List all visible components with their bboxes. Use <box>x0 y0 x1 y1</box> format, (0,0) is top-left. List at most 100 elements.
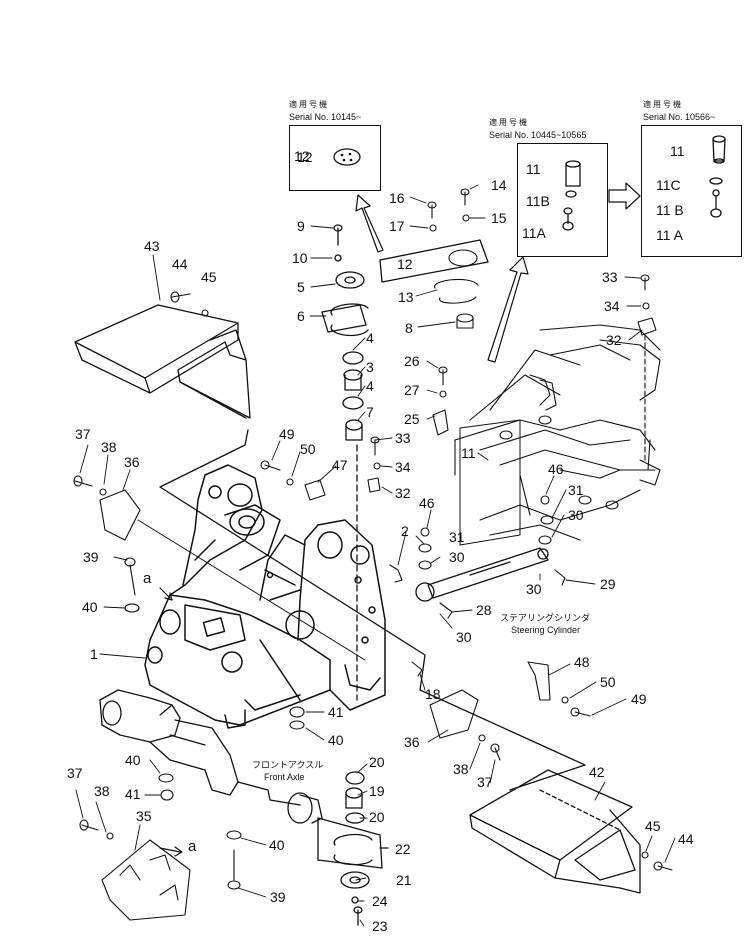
callout-33-right: 33 <box>602 269 618 285</box>
callout-35: 35 <box>136 808 152 824</box>
callout-40-left: 40 <box>125 752 141 768</box>
callout-47: 47 <box>332 457 348 473</box>
callout-50-lower: 50 <box>600 674 616 690</box>
kingpin-stack-lower <box>333 771 373 926</box>
ref-mark-a-lower: a <box>188 838 197 855</box>
callout-21: 21 <box>396 872 412 888</box>
steering-cylinder-en: Steering Cylinder <box>511 625 581 635</box>
callout-31-left: 31 <box>449 529 465 545</box>
hardware-parts <box>73 188 673 921</box>
inset-middle-heading: 適用号機 <box>489 118 529 127</box>
front-axle-jp: フロントアクスル <box>252 760 324 770</box>
ref-mark-a-upper: a <box>143 570 152 587</box>
inset-box-middle: 11 11B 11A <box>517 143 608 257</box>
bushing-icon <box>562 160 581 231</box>
callout-23: 23 <box>372 918 388 934</box>
leader-lines <box>75 155 676 927</box>
steering-cylinder-jp: ステアリングシリンダ <box>500 613 591 623</box>
sub-panels <box>317 239 521 869</box>
callout-49-upper: 49 <box>279 426 295 442</box>
callout-30-lower: 30 <box>456 629 472 645</box>
callout-22: 22 <box>395 841 411 857</box>
callout-38-bottom: 38 <box>94 783 110 799</box>
callout-2: 2 <box>401 523 409 539</box>
inset-middle-part-3: 11A <box>522 225 546 241</box>
inset-middle-part-1: 11 <box>526 161 541 177</box>
upper-right-assembly <box>454 324 661 541</box>
front-axle <box>99 689 323 824</box>
callout-17: 17 <box>389 218 405 234</box>
callout-5: 5 <box>297 279 305 295</box>
callout-12: 12 <box>294 148 310 164</box>
callout-9: 9 <box>297 218 305 234</box>
callout-40-upper: 40 <box>82 599 98 615</box>
callout-37-bottom: 37 <box>67 765 83 781</box>
main-frame <box>144 464 386 729</box>
callout-15: 15 <box>491 210 507 226</box>
guard-plate-42 <box>469 769 641 894</box>
callout-46-right: 46 <box>548 461 564 477</box>
steering-cylinder <box>415 547 549 602</box>
bushing-icon <box>709 135 726 218</box>
callout-49-lower: 49 <box>631 691 647 707</box>
callout-30-left: 30 <box>449 549 465 565</box>
callout-30-cyl: 30 <box>526 581 542 597</box>
callout-32-mid: 32 <box>395 485 411 501</box>
callout-38-lower: 38 <box>453 761 469 777</box>
inset-middle-part-2: 11B <box>526 193 550 209</box>
callout-40-bottom: 40 <box>269 837 285 853</box>
inset-box-left: 12 <box>289 125 381 191</box>
inset-right-part-1: 11 <box>670 143 685 159</box>
front-axle-en: Front Axle <box>264 772 305 782</box>
callout-20-upper: 20 <box>369 754 385 770</box>
callout-41-center: 41 <box>328 704 344 720</box>
callout-27: 27 <box>404 382 420 398</box>
callout-37-upper: 37 <box>75 426 91 442</box>
mounting-plane-outline <box>137 429 586 791</box>
callout-34-mid: 34 <box>395 459 411 475</box>
inset-right-serial: Serial No. 10566~ <box>643 112 716 122</box>
inset-left-heading: 適用号機 <box>289 100 329 109</box>
callout-14: 14 <box>491 177 507 193</box>
callout-26: 26 <box>404 353 420 369</box>
washer-icon <box>333 148 361 166</box>
callout-28: 28 <box>476 602 492 618</box>
callout-43: 43 <box>144 238 160 254</box>
callout-31-right: 31 <box>568 482 584 498</box>
callout-11: 11 <box>461 445 476 461</box>
inset-right-part-2: 11C <box>656 177 681 193</box>
callout-32-right: 32 <box>606 332 622 348</box>
callout-44: 44 <box>172 256 188 272</box>
callout-16: 16 <box>389 190 405 206</box>
callout-42: 42 <box>589 764 605 780</box>
callout-44-lower: 44 <box>678 831 694 847</box>
callout-12b: 12 <box>397 256 413 272</box>
callout-50-upper: 50 <box>300 441 316 457</box>
inset-left-serial: Serial No. 10145~ <box>289 112 362 122</box>
callout-45: 45 <box>201 269 217 285</box>
callout-1: 1 <box>90 646 98 662</box>
callout-19: 19 <box>369 783 385 799</box>
callout-8: 8 <box>405 320 413 336</box>
callout-6: 6 <box>297 308 305 324</box>
callout-39-bottom: 39 <box>270 889 286 905</box>
callout-24: 24 <box>372 893 388 909</box>
inset-box-right: 11 11C 11 B 11 A <box>641 125 742 257</box>
callout-38-upper: 38 <box>101 439 117 455</box>
inset-right-part-3: 11 B <box>656 202 684 218</box>
callout-33-mid: 33 <box>395 430 411 446</box>
callout-37-lower: 37 <box>477 774 493 790</box>
callout-30-right: 30 <box>568 507 584 523</box>
callout-7: 7 <box>366 404 374 420</box>
callout-4b: 4 <box>366 378 374 394</box>
callout-13: 13 <box>398 289 414 305</box>
callout-48: 48 <box>574 654 590 670</box>
kingpin-stack-upper <box>330 224 369 701</box>
callout-36-upper: 36 <box>124 454 140 470</box>
callout-4: 4 <box>366 330 374 346</box>
pointer-arrows <box>159 182 641 857</box>
callout-46-left: 46 <box>419 495 435 511</box>
callout-39-upper: 39 <box>83 549 99 565</box>
inset-left-part: 12 <box>297 149 313 165</box>
